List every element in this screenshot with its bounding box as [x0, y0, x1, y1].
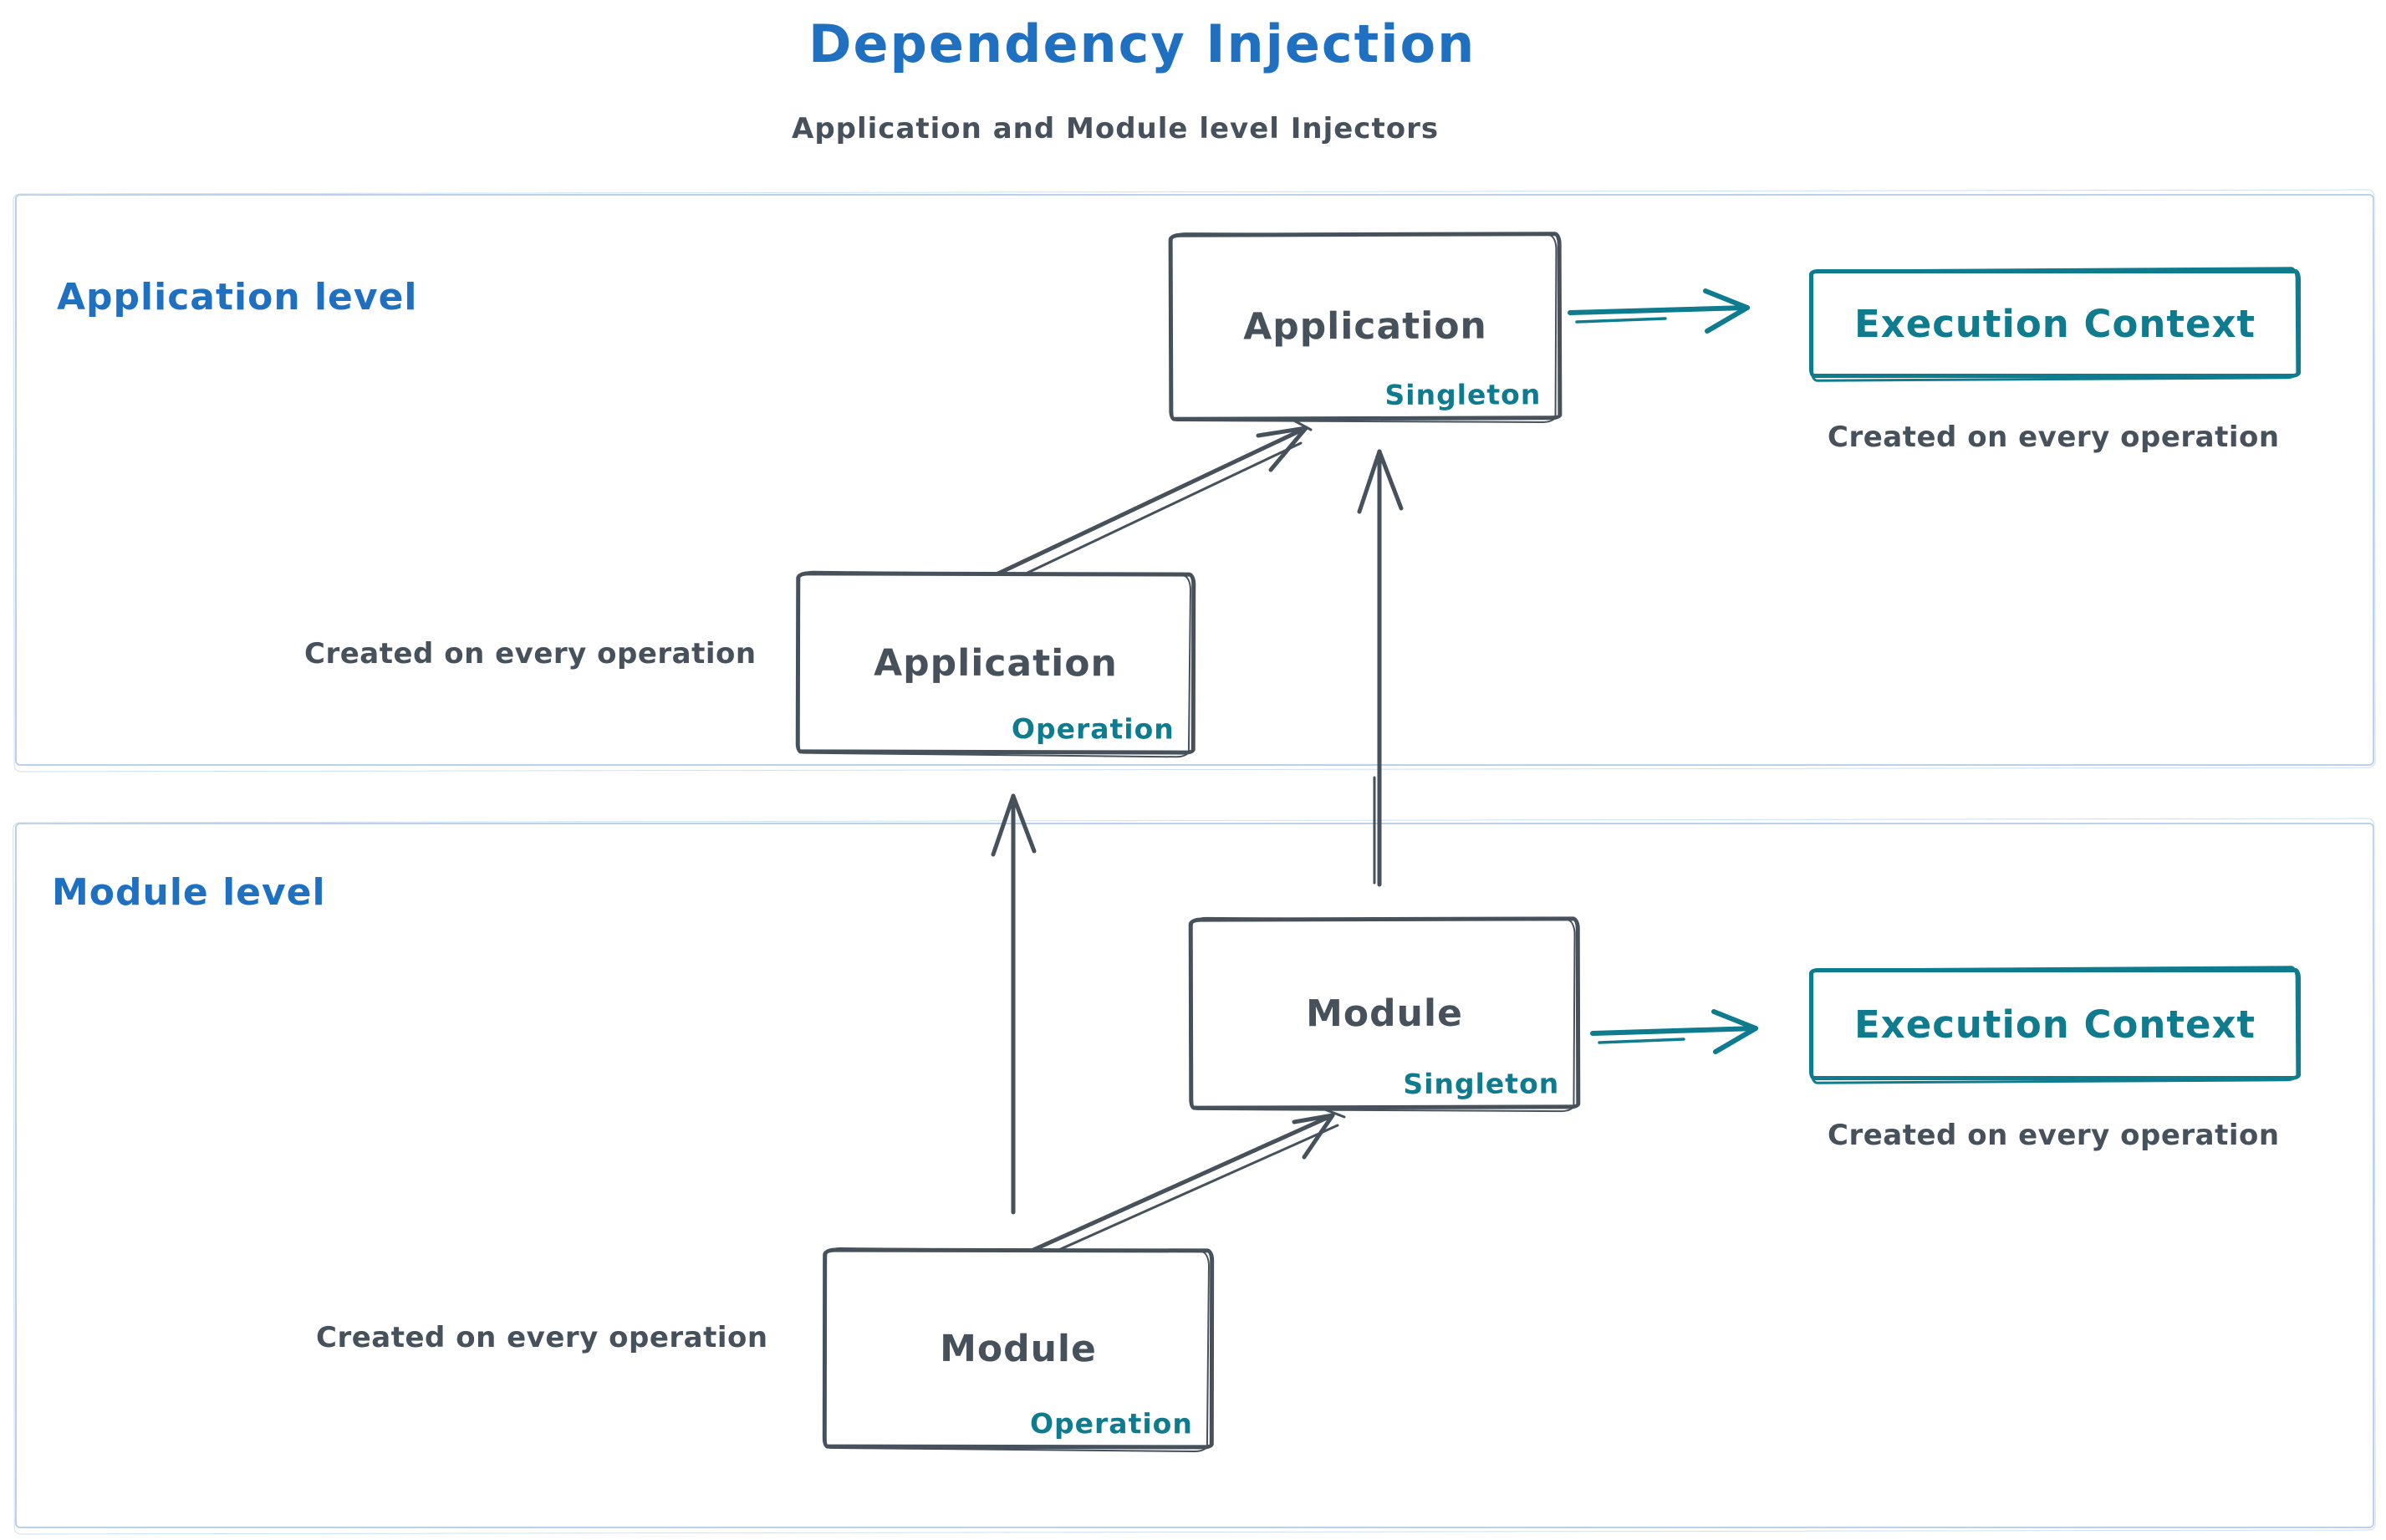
application-singleton-tag: Singleton: [1384, 378, 1542, 411]
application-level-label: Application level: [57, 276, 418, 319]
application-operation-tag: Operation: [1011, 712, 1175, 746]
application-operation-caption: Created on every operation: [304, 637, 757, 671]
arrow-module-singleton-to-application-singleton: [1357, 449, 1404, 887]
page-title: Dependency Injection: [808, 13, 1476, 74]
module-singleton-title: Module: [1306, 992, 1463, 1035]
arrow-application-singleton-to-execution-context: [1568, 288, 1750, 334]
page-subtitle: Application and Module level Injectors: [792, 112, 1440, 145]
arrow-module-operation-to-application-operation: [991, 793, 1037, 1215]
module-singleton-node: Module Singleton: [1188, 916, 1581, 1110]
application-singleton-title: Application: [1243, 304, 1487, 349]
module-operation-caption: Created on every operation: [316, 1321, 768, 1354]
module-operation-tag: Operation: [1029, 1407, 1193, 1441]
application-operation-node: Application Operation: [795, 571, 1196, 755]
execution-context-application-node: Execution Context: [1809, 269, 2301, 378]
module-operation-node: Module Operation: [822, 1247, 1215, 1450]
module-singleton-tag: Singleton: [1403, 1067, 1560, 1100]
arrow-module-operation-to-module-singleton: [1014, 1107, 1346, 1267]
module-operation-title: Module: [940, 1327, 1097, 1370]
execution-context-module-caption: Created on every operation: [1828, 1119, 2280, 1152]
module-level-container: [15, 823, 2374, 1528]
application-singleton-node: Application Singleton: [1168, 232, 1563, 421]
execution-context-application-label: Execution Context: [1853, 301, 2256, 346]
arrow-application-operation-to-application-singleton: [981, 418, 1313, 592]
execution-context-module-node: Execution Context: [1809, 968, 2301, 1080]
execution-context-application-caption: Created on every operation: [1828, 421, 2280, 454]
application-level-container: [15, 194, 2374, 766]
module-level-label: Module level: [52, 871, 326, 914]
application-operation-title: Application: [874, 641, 1118, 685]
execution-context-module-label: Execution Context: [1853, 1002, 2256, 1047]
arrow-module-singleton-to-execution-context: [1590, 1009, 1758, 1054]
